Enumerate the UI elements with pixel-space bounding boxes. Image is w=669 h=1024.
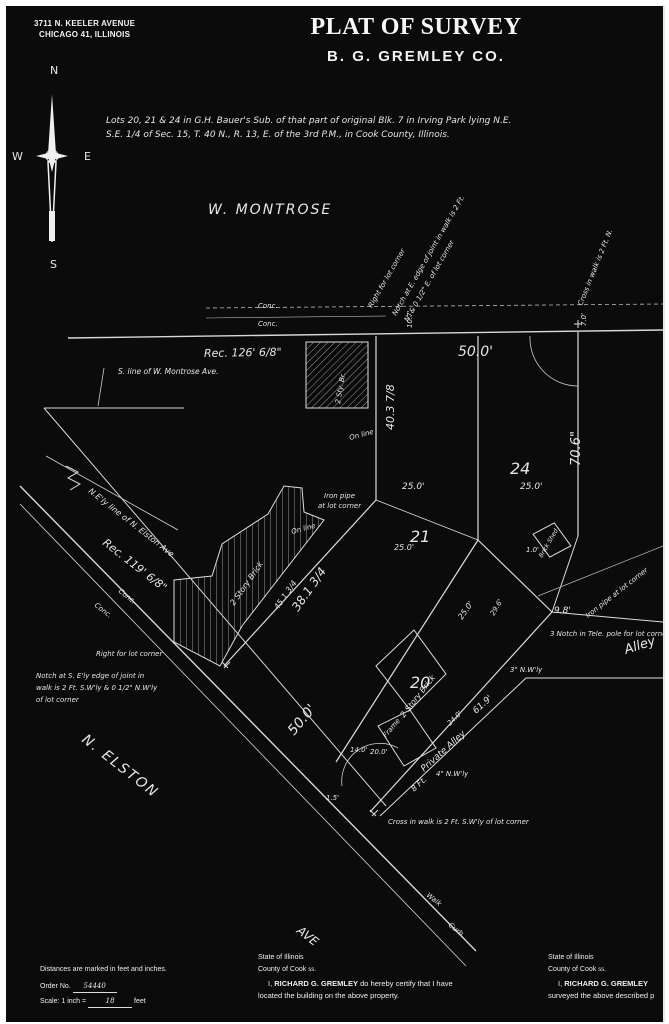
compass-star-icon	[36, 140, 68, 172]
footer-certificate-2: State of Illinois County of Cook ss. I, …	[548, 952, 663, 1002]
dim-7-0: 7.0'	[580, 313, 588, 326]
cross-walk-bottom: Cross in walk is 2 Ft. S.W'ly of lot cor…	[388, 818, 530, 826]
on-line-label-1: On line	[348, 428, 374, 442]
dim-40-3: 40.3 7/8	[384, 384, 397, 430]
street-montrose: W. MONTROSE	[208, 202, 332, 218]
company-address: 3711 N. KEELER AVENUE CHICAGO 41, ILLINO…	[34, 18, 135, 40]
dim-20-0: 20.0'	[370, 748, 388, 756]
conc-label-4: Conc.	[93, 601, 113, 619]
lot-24-label: 24	[510, 459, 530, 478]
lot-20-label: 20	[410, 673, 430, 692]
dim-50-top: 50.0'	[458, 344, 493, 360]
dim-50-bottom: 50.0'	[285, 701, 320, 738]
conc-label-3: Conc.	[117, 587, 137, 605]
montrose-south-line	[67, 329, 663, 339]
county-label-1: County of Cook	[258, 966, 307, 973]
ss-label-2: ss.	[598, 967, 606, 973]
survey-drawing: N S W E Lots 20, 21 & 24 in G.H. Bauer's…	[12, 64, 663, 967]
rec-126-label: Rec. 126' 6/8"	[204, 346, 282, 360]
s-line-montrose-label: S. line of W. Montrose Ave.	[118, 367, 219, 376]
dim-14-0: 14.0'	[350, 746, 368, 754]
company-name: B. G. GREMLEY CO.	[327, 48, 505, 65]
state-label-2: State of Illinois	[548, 954, 594, 961]
dim-25-b: 25.0'	[402, 482, 425, 492]
ss-label-1: ss.	[308, 967, 316, 973]
compass-north-arrow-icon	[48, 94, 56, 154]
conc-label-2: Conc.	[258, 320, 278, 328]
lot-21-label: 21	[410, 527, 430, 546]
distances-note: Distances are marked in feet and inches.	[40, 966, 167, 973]
conc-label-1: Conc.	[258, 302, 278, 310]
curb-label: Curb	[447, 921, 465, 938]
dim-25-a: 25.0'	[520, 482, 543, 492]
iron-pipe-corner-2: at lot corner	[318, 502, 362, 510]
dim-70-6: 70.6"	[569, 431, 584, 466]
compass-east-label: E	[84, 150, 91, 163]
state-label-1: State of Illinois	[258, 954, 304, 961]
nwly-3-label: 3" N.W'ly	[510, 666, 543, 674]
cross-walk-top: Cross in walk is 2 Ft. N.	[576, 228, 614, 307]
scale-label: Scale: 1 inch =	[40, 998, 87, 1005]
nwly-4-label: 4" N.W'ly	[436, 770, 469, 778]
cert-name-1: RICHARD G. GREMLEY	[274, 979, 359, 988]
dim-25-c: 25.0'	[394, 543, 414, 552]
compass-rose: N S W E	[12, 64, 91, 271]
dim-9-8: 9.8'	[554, 606, 571, 616]
legal-description-line-1: Lots 20, 21 & 24 in G.H. Bauer's Sub. of…	[106, 116, 511, 126]
address-line-1: 3711 N. KEELER AVENUE	[34, 19, 136, 28]
walk-label: Walk	[425, 891, 444, 908]
cert-name-2: RICHARD G. GREMLEY	[564, 979, 649, 988]
footer-certificate-1: State of Illinois County of Cook ss. I, …	[258, 952, 528, 1002]
dim-10-7: 10.7'	[406, 310, 414, 328]
cert-2-i: I,	[558, 979, 563, 988]
street-ave: AVE	[293, 923, 321, 949]
footer-left: Distances are marked in feet and inches.…	[40, 964, 240, 1008]
notch-left-3: of lot corner	[36, 696, 80, 704]
notch-left-2: walk is 2 Ft. S.W'ly & 0 1/2" N.W'ly	[36, 684, 158, 692]
right-lot-corner-left: Right for lot corner	[96, 650, 163, 658]
brick-shed-label: Brick Shed	[538, 528, 560, 559]
address-line-2: CHICAGO 41, ILLINOIS	[39, 30, 131, 39]
plat-title: PLAT OF SURVEY	[310, 14, 522, 40]
frame-label: Frame	[381, 717, 401, 739]
notch-left-1: Notch at S. E'ly edge of joint in	[36, 672, 144, 680]
cert-1-line-2: located the building on the above proper…	[258, 991, 400, 1000]
cert-1-text: do hereby certify that I have	[360, 979, 453, 988]
dim-29-6: 29.6'	[489, 598, 505, 617]
notch-tele-pole: 3 Notch in Tele. pole for lot corner	[550, 630, 663, 638]
scale-value: 18	[88, 995, 133, 1008]
order-label: Order No.	[40, 983, 71, 990]
street-elston: N. ELSTON	[79, 732, 162, 802]
iron-pipe-corner-1: Iron pipe	[324, 492, 355, 500]
ne-line-elston-label: N.E'ly line of N. Elston Ave.	[87, 486, 178, 560]
private-alley-width: 8 Ft.	[409, 775, 428, 794]
county-label-2: County of Cook	[548, 966, 597, 973]
dim-25-d: 25.0'	[456, 600, 475, 622]
cert-1-i: I,	[268, 979, 273, 988]
private-alley-label: Private Alley	[419, 729, 468, 775]
plat-sheet: 3711 N. KEELER AVENUE CHICAGO 41, ILLINO…	[6, 6, 665, 1022]
dim-1-0: 1.0'	[526, 546, 539, 554]
dim-1-5: 1.5'	[326, 794, 339, 802]
compass-west-label: W	[12, 150, 23, 163]
order-value: 54440	[72, 980, 117, 993]
compass-north-label: N	[50, 64, 58, 77]
compass-south-label: S	[50, 258, 57, 271]
cert-2-line-2: surveyed the above described p	[548, 991, 655, 1000]
legal-description-line-2: S.E. 1/4 of Sec. 15, T. 40 N., R. 13, E.…	[106, 130, 450, 140]
scale-unit: feet	[134, 998, 146, 1005]
